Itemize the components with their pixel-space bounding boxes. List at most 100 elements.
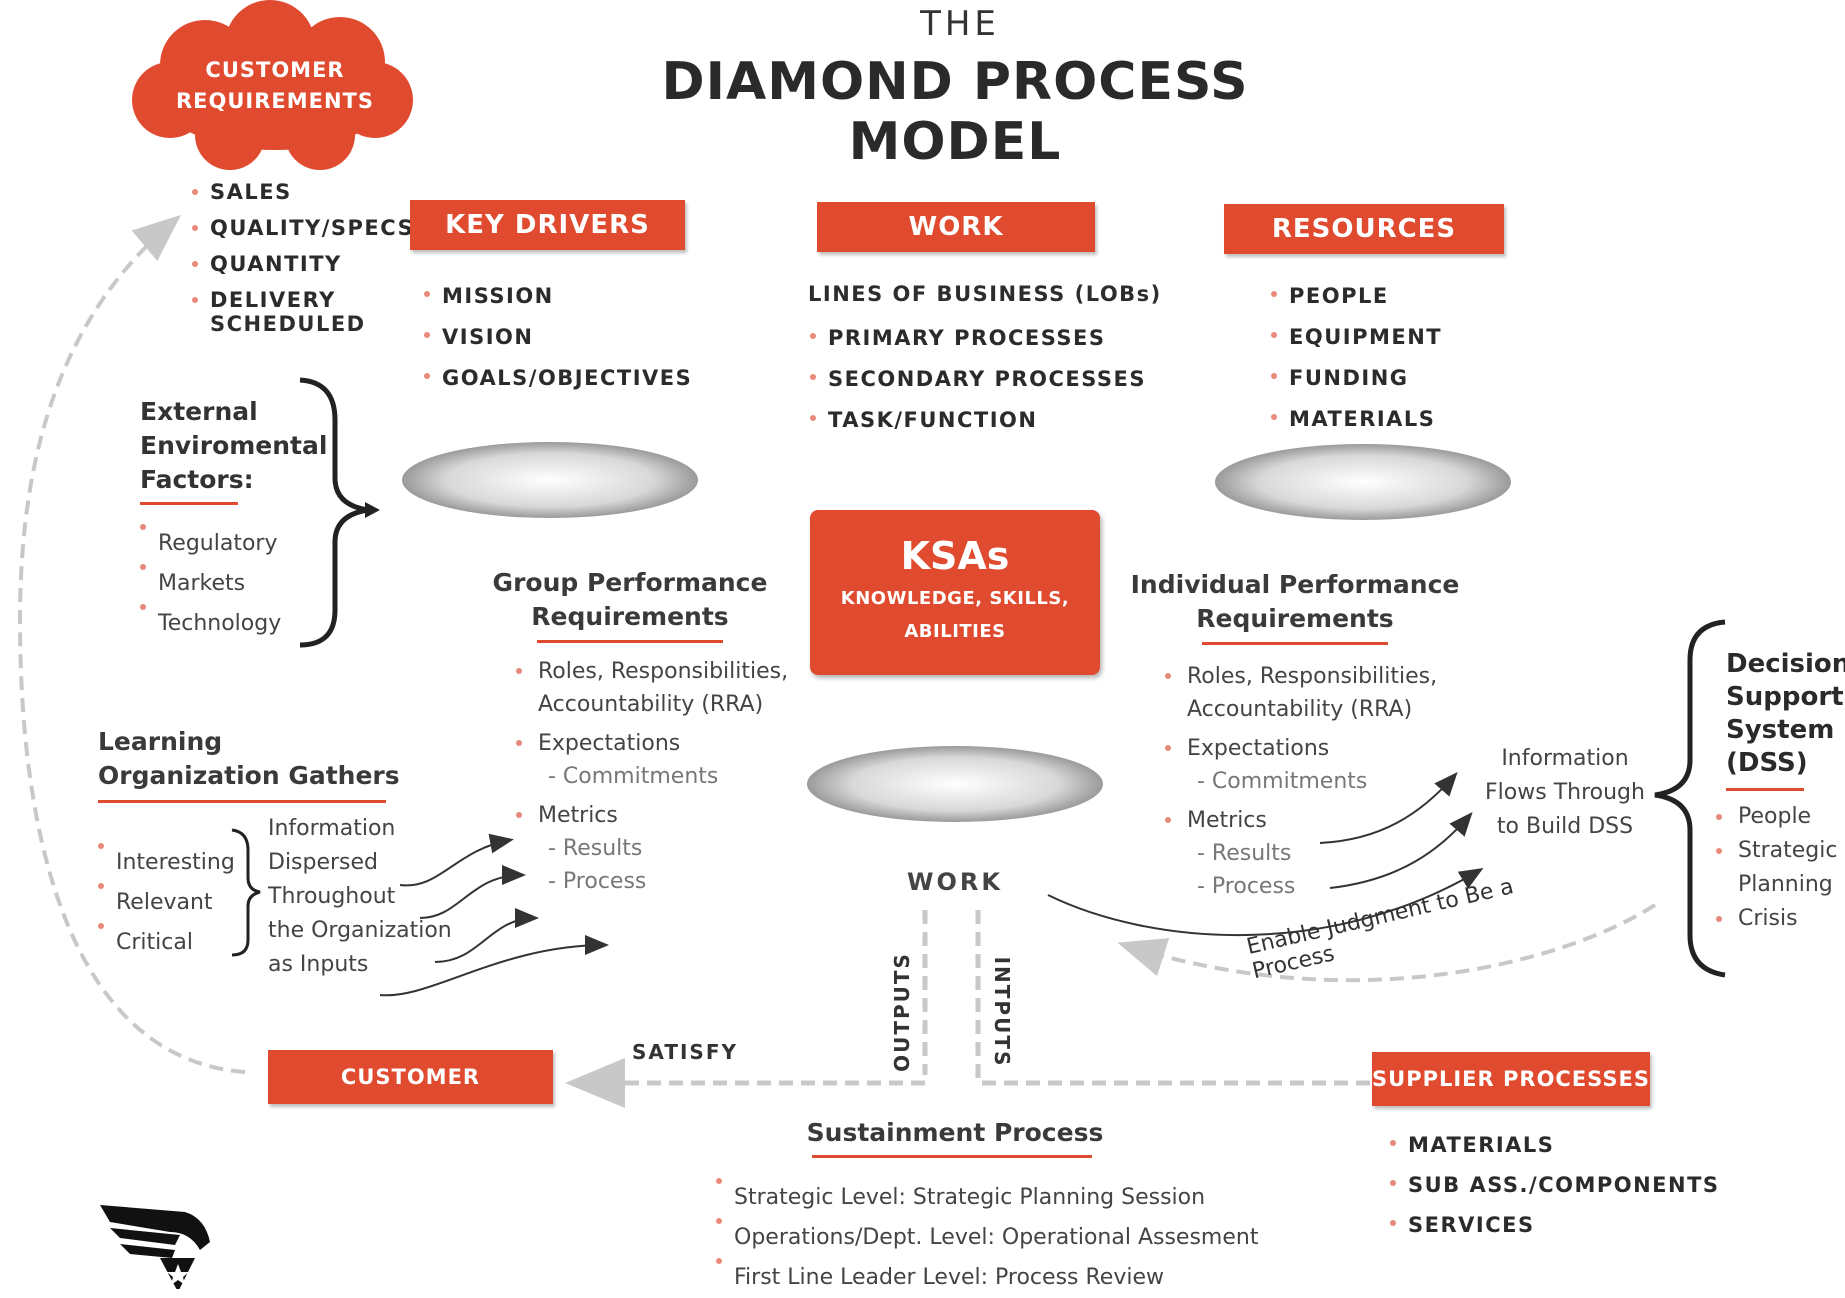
group-rra-2: Accountability (RRA) (538, 692, 764, 717)
group-results: - Results (548, 836, 643, 861)
group-commit: - Commitments (548, 764, 719, 789)
list-item: GOALS/OBJECTIVES (420, 358, 692, 399)
learning-info-1: Information (268, 816, 396, 841)
page-title: DIAMOND PROCESS MODEL (661, 52, 1249, 172)
external-title-l3: Factors: (140, 465, 254, 494)
list-item: DELIVERY (188, 282, 414, 318)
ksa-box: KSAs KNOWLEDGE, SKILLS, ABILITIES (810, 510, 1100, 675)
sustainment-title: Sustainment Process (806, 1118, 1104, 1147)
list-item: First Line Leader Level: Process Review (712, 1258, 1258, 1298)
dss-item-strategic: Strategic (1738, 838, 1838, 863)
dss-list: People Strategic Planning Crisis (1716, 800, 1837, 936)
customer-processes-box: CUSTOMER PROCESSES (268, 1050, 553, 1143)
lens-right (1215, 444, 1511, 520)
cloud-shape (132, 0, 413, 170)
ksa-line1: KNOWLEDGE, SKILLS, (840, 588, 1070, 609)
indiv-process: - Process (1197, 874, 1296, 899)
group-perf-body: Roles, Responsibilities, Accountability … (516, 655, 788, 898)
dss-title-l1: Decision (1726, 649, 1845, 679)
external-title-l1: External (140, 397, 258, 426)
resources-box: RESOURCES (1224, 204, 1504, 254)
customer-req-list: SALES QUALITY/SPECS QUANTITY DELIVERY (188, 174, 414, 318)
sustainment-underline (812, 1155, 1092, 1158)
learning-title-l1: Learning (98, 727, 223, 756)
satisfy-label: SATISFY (632, 1040, 738, 1064)
indiv-perf-title: Individual Performance Requirements (1130, 568, 1460, 636)
cloud-label-2: REQUIREMENTS (175, 89, 375, 113)
cloud-label-1: CUSTOMER (205, 58, 345, 82)
key-drivers-box: KEY DRIVERS (410, 200, 685, 250)
list-item: Relevant (94, 883, 235, 923)
list-item: Markets (136, 564, 281, 604)
indiv-exp: Expectations (1187, 736, 1330, 761)
list-item: Regulatory (136, 524, 281, 564)
list-item: EQUIPMENT (1267, 317, 1442, 358)
learning-brace (231, 828, 261, 957)
lens-left (402, 442, 698, 518)
info-flows-1: Information (1501, 746, 1629, 771)
indiv-perf-title-l2: Requirements (1196, 604, 1394, 633)
list-item: QUANTITY (188, 246, 414, 282)
dss-underline (1726, 788, 1804, 791)
learning-info-5: as Inputs (268, 952, 369, 977)
list-item: VISION (420, 317, 692, 358)
group-process: - Process (548, 869, 647, 894)
supplier-processes-box: SUPPLIER PROCESSES (1372, 1052, 1650, 1106)
list-item: Critical (94, 923, 235, 963)
dss-title-l3: System (1726, 715, 1835, 745)
learning-info-4: the Organization (268, 918, 452, 943)
group-perf-underline (537, 640, 723, 643)
ksa-title: KSAs (900, 534, 1010, 578)
lens-center (807, 746, 1103, 822)
external-underline (140, 502, 238, 505)
indiv-perf-underline (1202, 642, 1388, 645)
list-item: SERVICES (1386, 1205, 1720, 1245)
indiv-metrics: Metrics (1187, 808, 1267, 833)
group-perf-title: Group Performance Requirements (490, 566, 770, 634)
list-item: PEOPLE (1267, 276, 1442, 317)
group-metrics: Metrics (538, 803, 618, 828)
resources-list: PEOPLE EQUIPMENT FUNDING MATERIALS (1267, 276, 1442, 440)
dss-item-planning: Planning (1738, 872, 1833, 897)
list-item: MISSION (420, 276, 692, 317)
learning-title: Learning Organization Gathers (98, 725, 400, 793)
work-lob: LINES OF BUSINESS (LOBs) (808, 282, 1162, 306)
list-item: PRIMARY PROCESSES (806, 318, 1146, 359)
learning-info-2: Dispersed (268, 850, 379, 875)
list-item: SUB ASS./COMPONENTS (1386, 1165, 1720, 1205)
inputs-label: INTPUTS (990, 956, 1014, 1068)
ksa-line2: ABILITIES (904, 621, 1006, 642)
learning-info: Information Dispersed Throughout the Org… (268, 812, 452, 982)
learning-info-3: Throughout (268, 884, 396, 909)
list-item: MATERIALS (1267, 399, 1442, 440)
indiv-perf-title-l1: Individual Performance (1130, 570, 1460, 599)
info-flows-2: Flows Through (1485, 780, 1645, 805)
indiv-results: - Results (1197, 841, 1292, 866)
list-item: MATERIALS (1386, 1125, 1720, 1165)
title-the: THE (920, 4, 1000, 44)
dss-title: Decision Support System (DSS) (1726, 648, 1845, 780)
indiv-perf-body: Roles, Responsibilities, Accountability … (1165, 660, 1437, 903)
customer-req-extra: SCHEDULED (210, 312, 366, 336)
outputs-label: OUTPUTS (890, 952, 914, 1072)
work-list: PRIMARY PROCESSES SECONDARY PROCESSES TA… (806, 318, 1146, 441)
learning-underline (98, 800, 386, 803)
indiv-commit: - Commitments (1197, 769, 1368, 794)
work-box: WORK (817, 202, 1095, 252)
group-exp: Expectations (538, 731, 681, 756)
group-perf-title-l1: Group Performance (492, 568, 768, 597)
external-title: External Enviromental Factors: (140, 395, 327, 497)
list-item: Technology (136, 604, 281, 644)
indiv-rra-2: Accountability (RRA) (1187, 697, 1413, 722)
list-item: FUNDING (1267, 358, 1442, 399)
center-work-label: WORK (907, 868, 1003, 896)
group-rra-1: Roles, Responsibilities, (538, 659, 789, 684)
external-list: Regulatory Markets Technology (136, 524, 281, 644)
indiv-rra-1: Roles, Responsibilities, (1187, 664, 1438, 689)
list-item: Interesting (94, 843, 235, 883)
learning-list: Interesting Relevant Critical (94, 843, 235, 963)
learning-title-l2: Organization Gathers (98, 761, 400, 790)
list-item: TASK/FUNCTION (806, 400, 1146, 441)
external-title-l2: Enviromental (140, 431, 328, 460)
